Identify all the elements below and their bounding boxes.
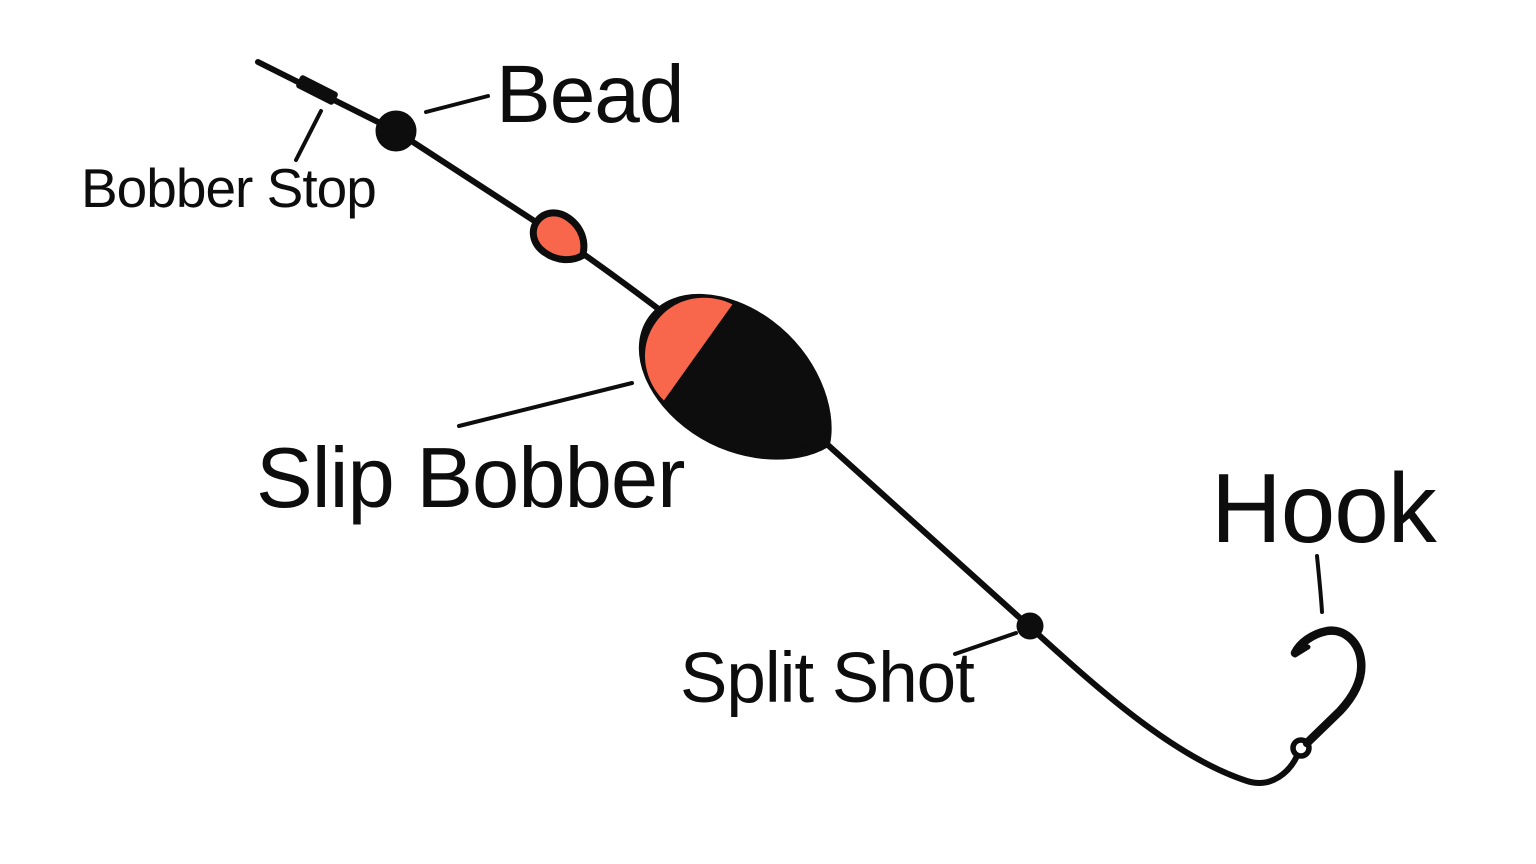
hook-shape bbox=[1290, 626, 1366, 748]
slip-bobber-orange-cap bbox=[644, 297, 733, 401]
hook-eye-shape bbox=[1290, 737, 1312, 759]
slip-bobber-pointer-line bbox=[457, 381, 634, 428]
split-shot-shape bbox=[1016, 612, 1044, 640]
slip-bobber-label: Slip Bobber bbox=[256, 431, 685, 526]
bead-shape bbox=[375, 110, 417, 152]
split-shot-label: Split Shot bbox=[680, 639, 975, 718]
bobber-stop-shape bbox=[296, 75, 338, 105]
bobber-stop-body bbox=[296, 75, 338, 105]
fishing-line bbox=[255, 59, 1300, 786]
hook-pointer-line bbox=[1315, 554, 1324, 614]
hook-barb-shape bbox=[1292, 644, 1311, 658]
orange-bead-shape bbox=[529, 209, 588, 264]
bead-label: Bead bbox=[496, 49, 685, 140]
bead-pointer-line bbox=[424, 94, 490, 114]
bobber-stop-label: Bobber Stop bbox=[81, 157, 377, 219]
orange-bead-body bbox=[529, 209, 588, 264]
hook-label: Hook bbox=[1211, 453, 1437, 563]
bobber-stop-pointer-line bbox=[294, 109, 323, 162]
split-shot-pointer-line bbox=[953, 631, 1018, 656]
slip-bobber-shape bbox=[638, 293, 832, 460]
